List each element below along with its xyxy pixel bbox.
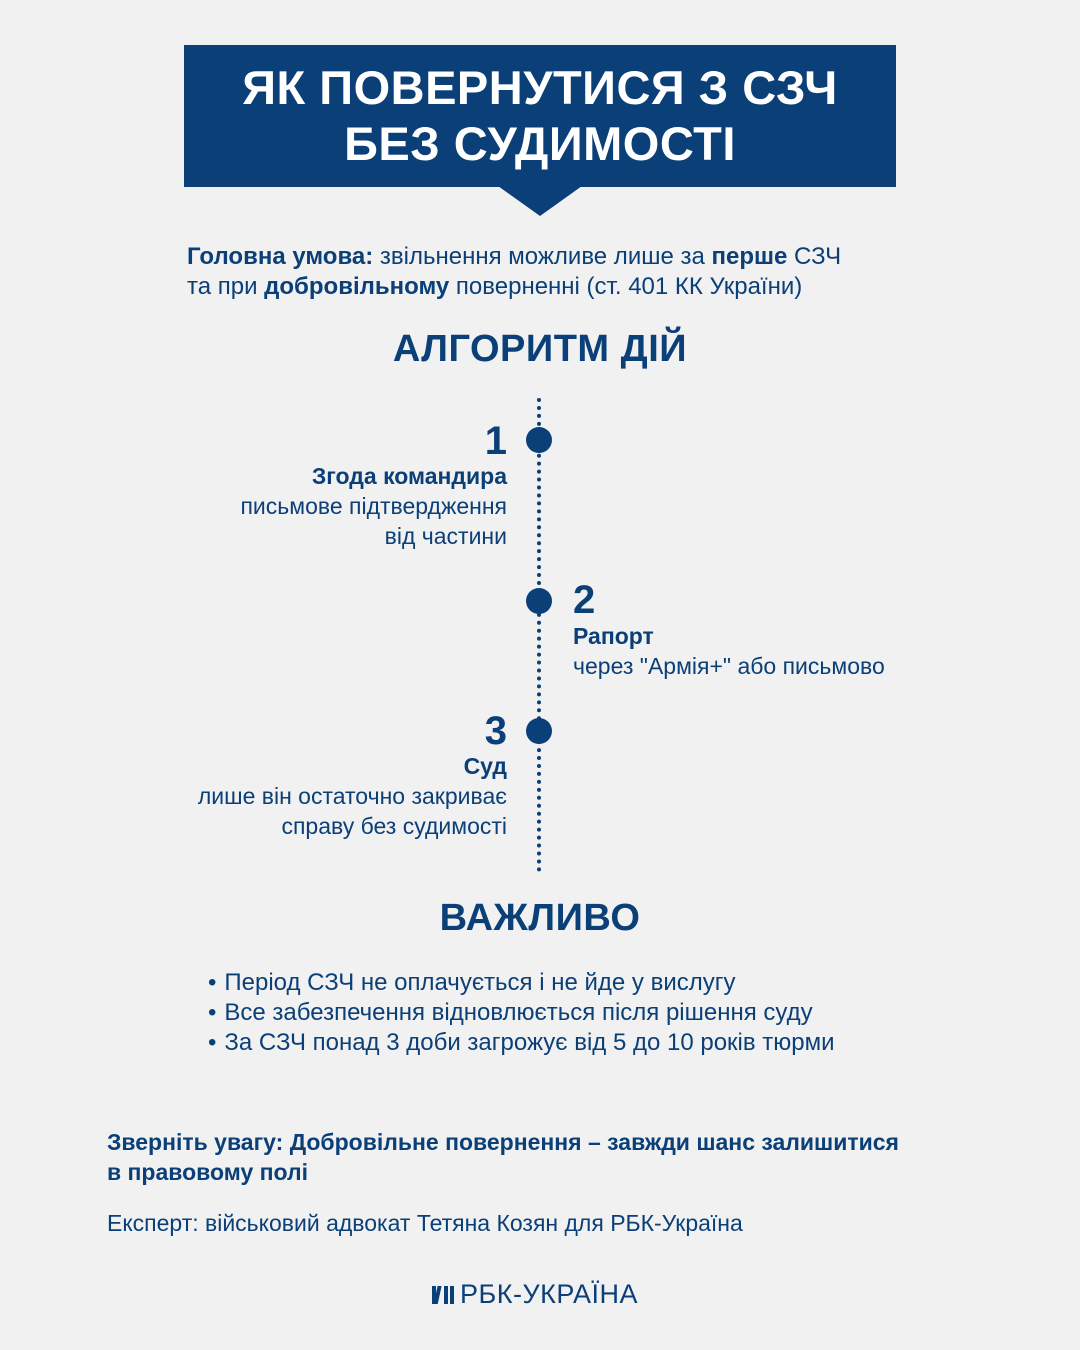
step-1-title: Згода командира bbox=[311, 463, 507, 489]
timeline-line bbox=[537, 398, 541, 872]
step-1-desc-line-1: письмове підтвердження bbox=[240, 493, 507, 519]
important-item-2: Все забезпечення відновлюється після ріш… bbox=[208, 998, 835, 1028]
main-condition: Головна умова: звільнення можливе лише з… bbox=[187, 242, 947, 302]
expert-credit: Експерт: військовий адвокат Тетяна Козян… bbox=[107, 1210, 743, 1236]
step-1-number: 1 bbox=[484, 419, 507, 463]
important-heading: ВАЖЛИВО bbox=[439, 897, 641, 939]
step-3-desc-line-2: справу без судимості bbox=[281, 813, 507, 839]
timeline-dot-1 bbox=[526, 427, 552, 453]
condition-text-4: поверненні (ст. 401 КК України) bbox=[449, 273, 803, 300]
condition-text-2: СЗЧ bbox=[787, 243, 842, 270]
condition-text-3: та при bbox=[187, 273, 265, 300]
condition-text-1: звільнення можливе лише за bbox=[373, 243, 712, 270]
condition-label: Головна умова: bbox=[187, 243, 374, 270]
algorithm-heading: АЛГОРИТМ ДІЙ bbox=[392, 328, 688, 370]
step-1-desc-line-2: від частини bbox=[384, 523, 507, 549]
note-line-2: в правовому полі bbox=[107, 1159, 308, 1185]
step-3-desc: лише він остаточно закриває справу без с… bbox=[198, 781, 507, 841]
important-item-1: Період СЗЧ не оплачується і не йде у вис… bbox=[208, 968, 835, 998]
logo-text: РБК-УКРАЇНА bbox=[460, 1279, 639, 1309]
title-line-1: ЯК ПОВЕРНУТИСЯ З СЗЧ bbox=[242, 61, 838, 114]
step-2-title: Рапорт bbox=[573, 623, 654, 649]
condition-bold-2: добровільному bbox=[264, 273, 450, 300]
timeline-dot-2 bbox=[526, 588, 552, 614]
step-1-desc: письмове підтвердження від частини bbox=[240, 491, 507, 551]
rbk-logo-icon bbox=[432, 1285, 454, 1304]
banner-arrow bbox=[498, 186, 582, 216]
title-line-2: БЕЗ СУДИМОСТІ bbox=[344, 117, 736, 170]
step-2-number: 2 bbox=[573, 578, 596, 622]
attention-note: Зверніть увагу: Добровільне повернення –… bbox=[107, 1127, 987, 1187]
rbk-logo: РБК-УКРАЇНА bbox=[432, 1279, 638, 1310]
step-2-desc: через "Армія+" або письмово bbox=[573, 653, 885, 679]
step-3-title: Суд bbox=[463, 753, 507, 779]
title-banner: ЯК ПОВЕРНУТИСЯ З СЗЧ БЕЗ СУДИМОСТІ bbox=[184, 45, 896, 187]
step-3-desc-line-1: лише він остаточно закриває bbox=[197, 783, 507, 809]
condition-bold-1: перше bbox=[711, 243, 788, 270]
important-list: Період СЗЧ не оплачується і не йде у вис… bbox=[208, 968, 835, 1058]
timeline-dot-3 bbox=[526, 718, 552, 744]
step-3-number: 3 bbox=[484, 709, 507, 753]
important-item-3: За СЗЧ понад 3 доби загрожує від 5 до 10… bbox=[208, 1028, 834, 1058]
note-line-1: Зверніть увагу: Добровільне повернення –… bbox=[107, 1129, 899, 1155]
